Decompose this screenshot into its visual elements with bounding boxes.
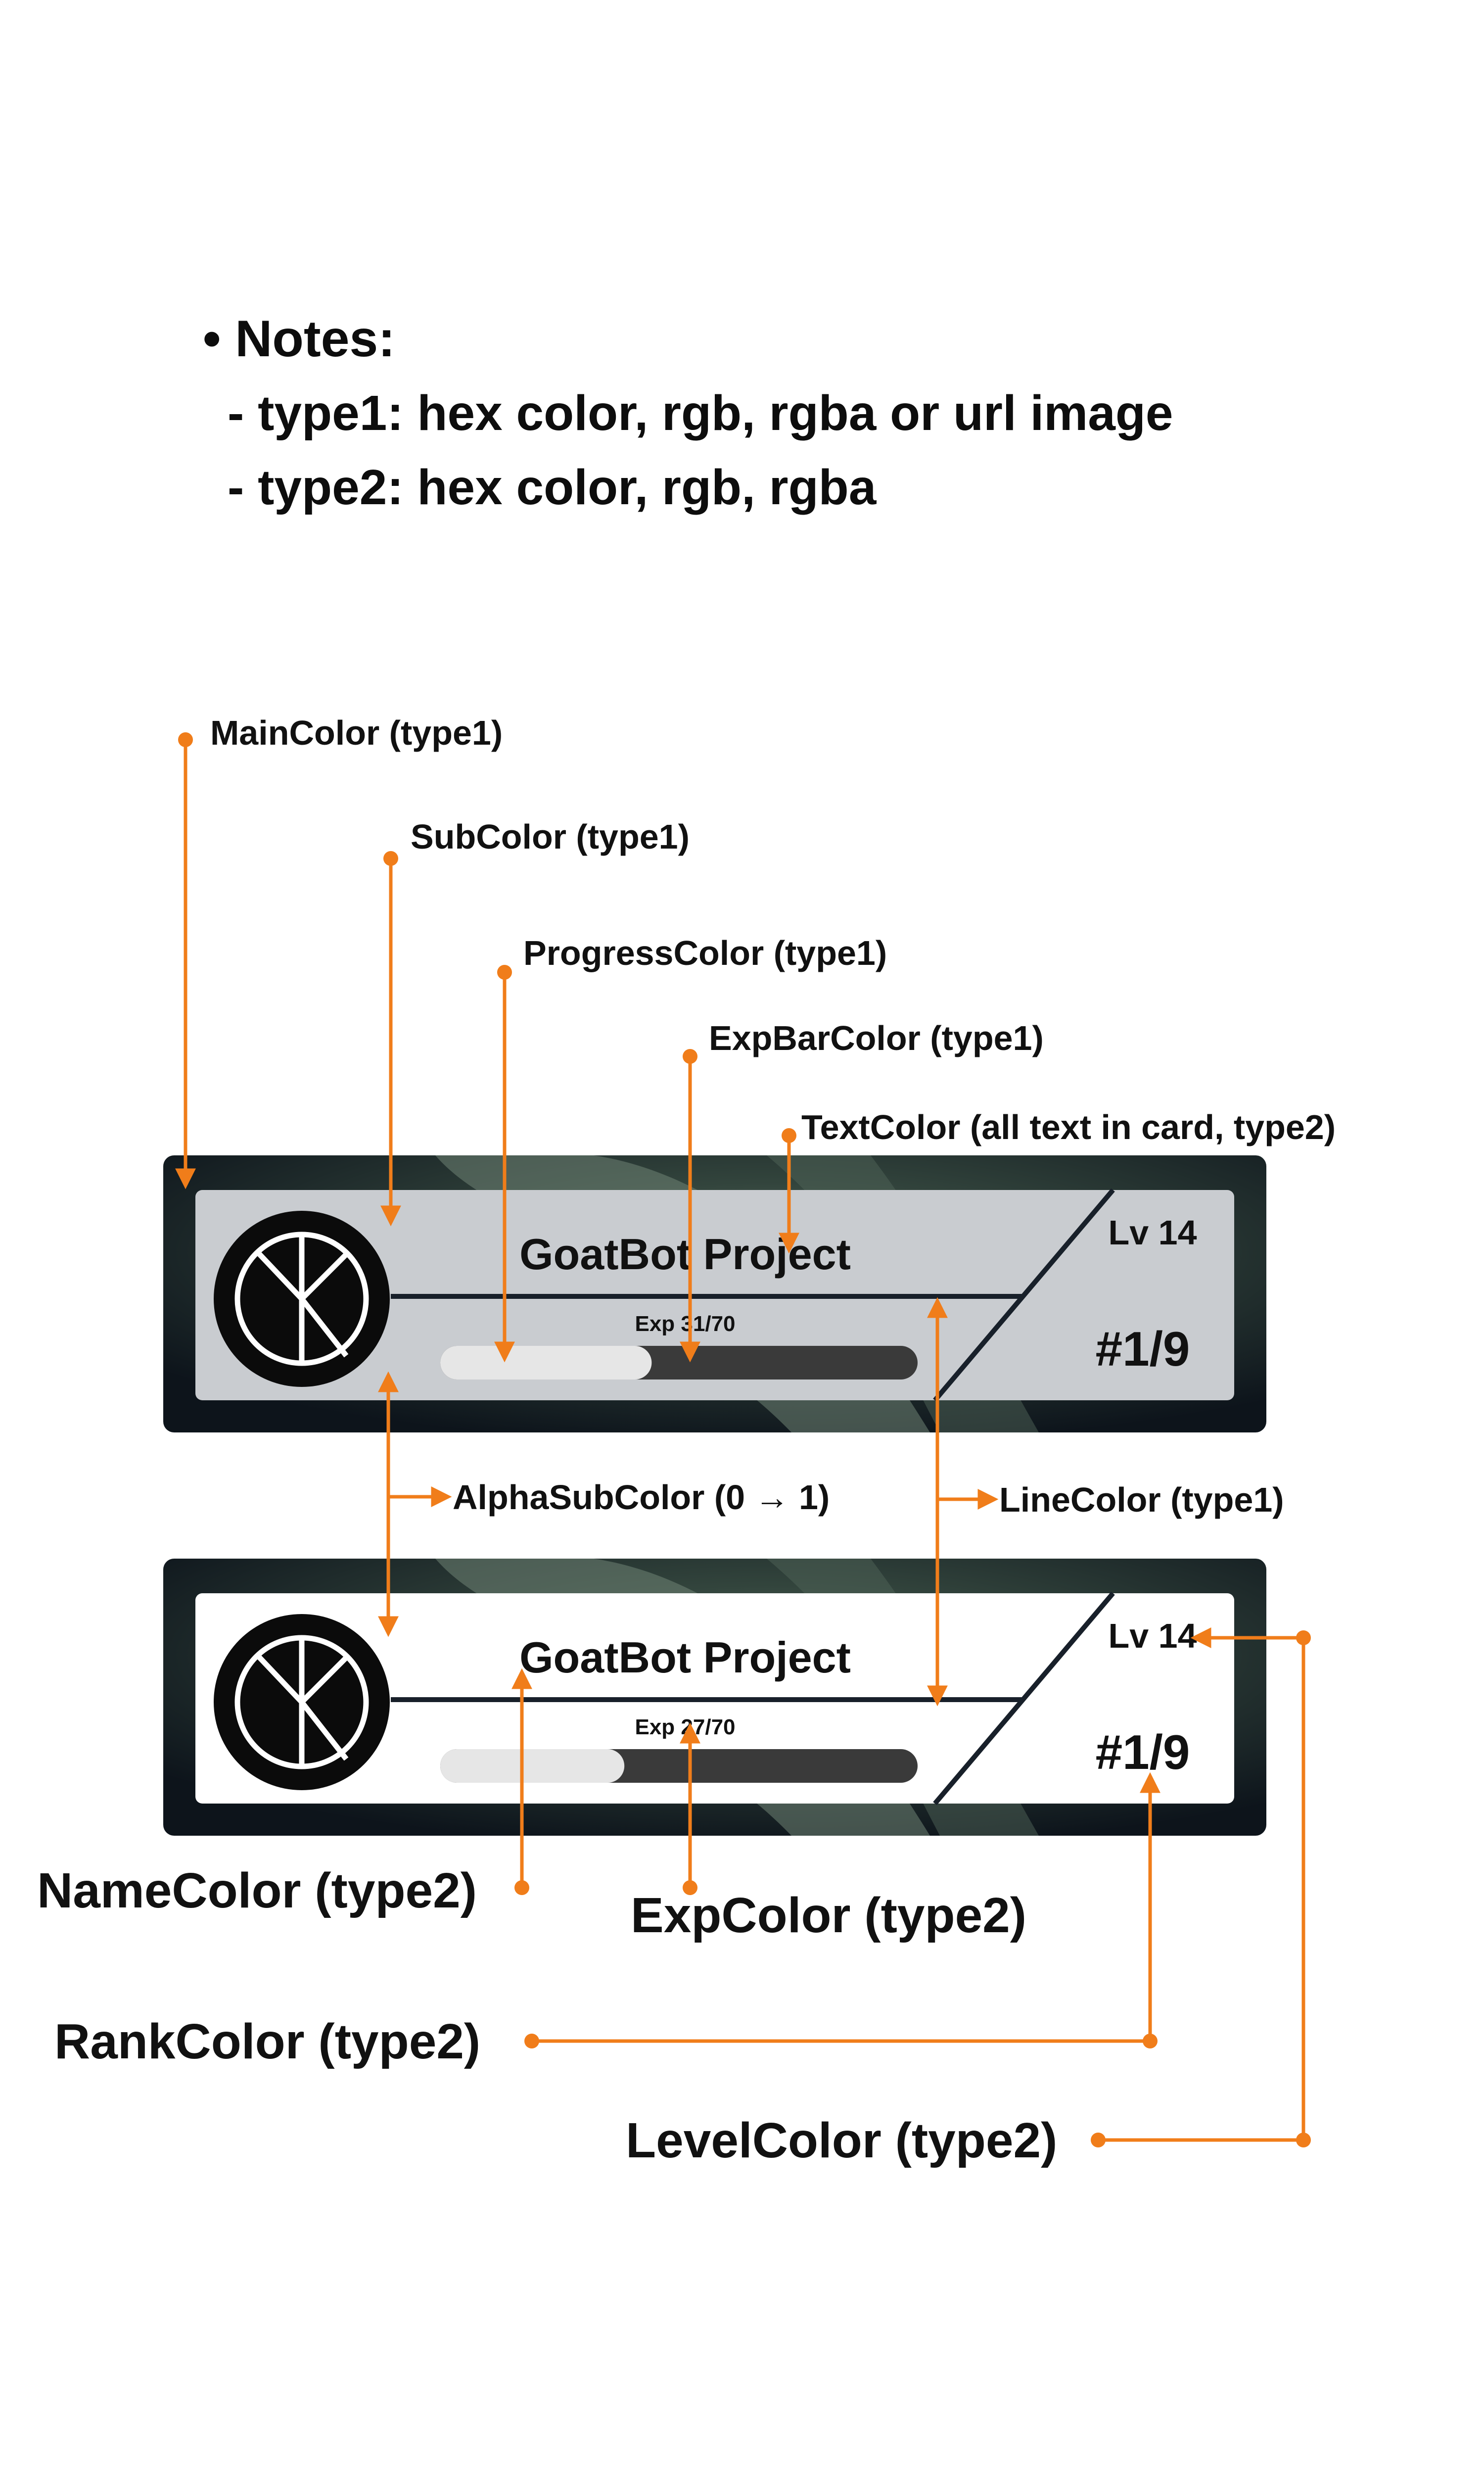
card-1-avatar <box>214 1211 390 1387</box>
callout-dot-icon <box>782 1128 796 1143</box>
callout-dot-icon <box>514 1880 529 1895</box>
goatbot-logo-icon <box>255 1235 349 1363</box>
callout-dot-icon <box>683 1880 697 1895</box>
rank-color-label: RankColor (type2) <box>54 2014 480 2069</box>
goatbot-logo-icon <box>255 1638 349 1766</box>
notes-type1: - type1: hex color, rgb, rgba or url ima… <box>228 385 1173 441</box>
card-2-avatar <box>214 1614 390 1790</box>
alpha-sub-color-label: AlphaSubColor (0 → 1) <box>453 1478 830 1517</box>
notes-section: • Notes: - type1: hex color, rgb, rgba o… <box>203 302 1173 524</box>
card-1-name: GoatBot Project <box>519 1230 851 1279</box>
main-color-label: MainColor (type1) <box>210 714 503 752</box>
callout-dot-icon <box>1143 2034 1158 2048</box>
card-1-rank: #1/9 <box>1096 1322 1190 1376</box>
callout-dot-icon <box>497 965 512 980</box>
name-color-label: NameColor (type2) <box>37 1863 477 1918</box>
callout-dots <box>178 732 1311 2147</box>
card-1-progress-fill <box>440 1346 652 1380</box>
card-2-level: Lv 14 <box>1109 1617 1197 1655</box>
card-2-name: GoatBot Project <box>519 1633 851 1682</box>
card-2-progress-fill <box>440 1749 625 1783</box>
level-color-leader <box>1098 1627 1305 2142</box>
card-1-exp: Exp 31/70 <box>635 1312 735 1336</box>
level-color-label: LevelColor (type2) <box>626 2113 1057 2168</box>
exp-color-label: ExpColor (type2) <box>631 1888 1026 1943</box>
callout-dot-icon <box>1091 2133 1106 2147</box>
line-color-label: LineColor (type1) <box>999 1480 1284 1519</box>
progress-color-label: ProgressColor (type1) <box>523 934 887 972</box>
card-2-exp: Exp 27/70 <box>635 1715 735 1739</box>
callout-dot-icon <box>1296 1630 1311 1645</box>
card-2-rank: #1/9 <box>1096 1725 1190 1779</box>
notes-type2: - type2: hex color, rgb, rgba <box>228 460 877 515</box>
callout-dot-icon <box>683 1049 697 1064</box>
rank-card-1: GoatBot Project Exp 31/70 Lv 14 #1/9 <box>163 1155 1266 1432</box>
callout-dot-icon <box>178 732 193 747</box>
notes-title: • Notes: <box>203 310 395 368</box>
callout-dot-icon <box>524 2034 539 2048</box>
rank-card-2: GoatBot Project Exp 27/70 Lv 14 #1/9 <box>163 1559 1266 1836</box>
expbar-color-label: ExpBarColor (type1) <box>709 1019 1044 1057</box>
callout-dot-icon <box>383 851 398 866</box>
sub-color-label: SubColor (type1) <box>411 817 690 856</box>
text-color-label: TextColor (all text in card, type2) <box>801 1108 1336 1146</box>
callout-dot-icon <box>1296 2133 1311 2147</box>
card-1-level: Lv 14 <box>1109 1213 1197 1252</box>
